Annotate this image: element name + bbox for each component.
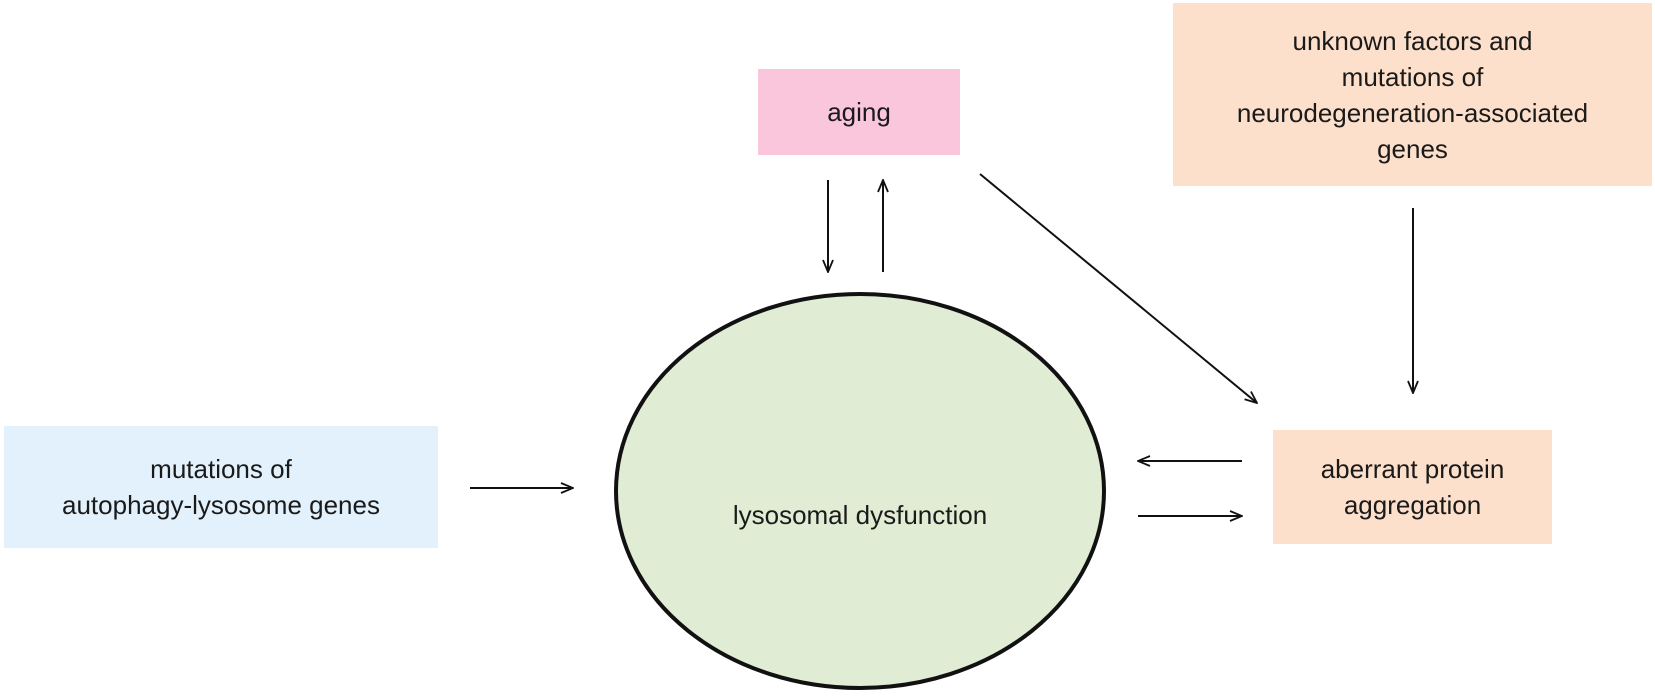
- lysosomal-dysfunction-label: lysosomal dysfunction: [732, 500, 988, 530]
- aging-node: aging: [758, 69, 960, 155]
- unknown-factors-label: unknown factors and mutations of neurode…: [1236, 25, 1589, 164]
- aberrant-protein-aggregation-label: aberrant protein aggregation: [1320, 454, 1505, 520]
- aberrant-protein-aggregation-node: aberrant protein aggregation: [1273, 430, 1552, 544]
- autophagy-lysosome-mutations-node: mutations of autophagy-lysosome genes: [4, 426, 438, 548]
- lysosomal-dysfunction-ellipse: [614, 292, 1106, 690]
- arrow-aging-to-aberrant: [979, 173, 1257, 403]
- unknown-factors-node: unknown factors and mutations of neurode…: [1173, 3, 1652, 186]
- lysosomal-dysfunction-node: lysosomal dysfunction: [610, 350, 1110, 680]
- aging-label: aging: [827, 97, 891, 127]
- autophagy-lysosome-mutations-label: mutations of autophagy-lysosome genes: [62, 454, 380, 520]
